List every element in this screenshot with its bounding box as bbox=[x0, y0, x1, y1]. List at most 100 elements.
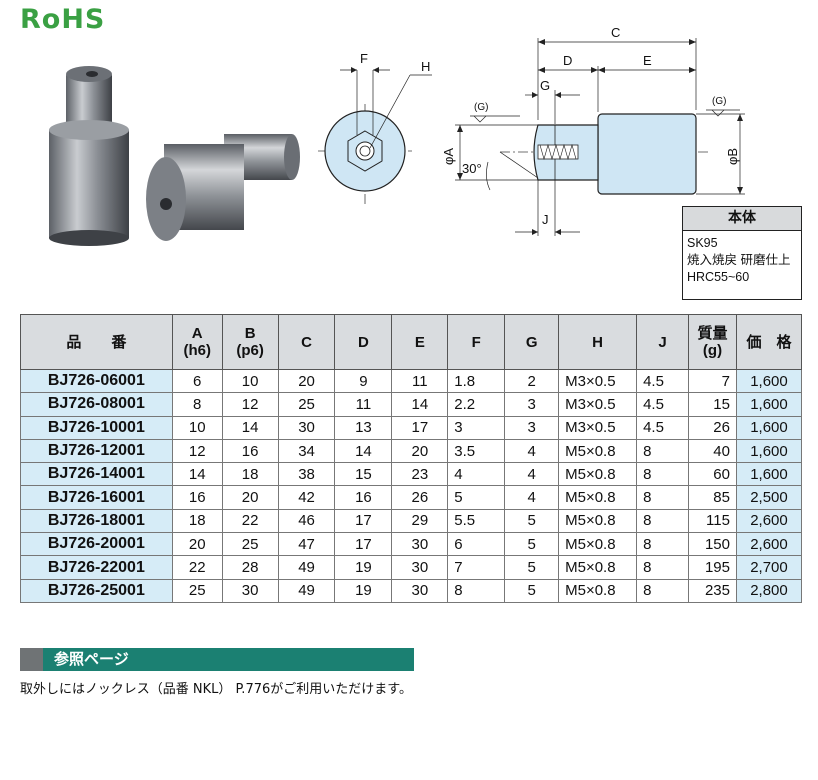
table-cell: 25 bbox=[221, 532, 279, 557]
table-cell: 17 bbox=[334, 532, 393, 557]
table-cell: 14 bbox=[391, 392, 449, 417]
table-cell: 16 bbox=[171, 485, 223, 510]
table-cell: 8 bbox=[636, 508, 689, 534]
table-cell: 1.8 bbox=[447, 368, 506, 394]
label-F: F bbox=[360, 51, 368, 66]
table-cell: 12 bbox=[171, 438, 223, 464]
label-G: G bbox=[540, 78, 550, 93]
price-cell: 2,800 bbox=[735, 578, 803, 603]
table-cell: 22 bbox=[221, 508, 279, 534]
price-cell: 2,500 bbox=[735, 485, 803, 510]
table-cell: 46 bbox=[277, 508, 336, 534]
table-cell: 30 bbox=[391, 532, 449, 557]
table-cell: 19 bbox=[334, 555, 393, 580]
table-cell: 3 bbox=[504, 415, 560, 440]
table-cell: 14 bbox=[221, 415, 279, 440]
column-header: 品 番 bbox=[20, 314, 173, 370]
table-cell: 3 bbox=[447, 415, 506, 440]
column-header-sublabel: (g) bbox=[702, 342, 723, 359]
product-code-cell: BJ726-14001 bbox=[20, 462, 173, 487]
table-cell: 15 bbox=[334, 462, 393, 487]
column-header: D bbox=[334, 314, 393, 370]
table-cell: 38 bbox=[277, 462, 336, 487]
label-G-right: (G) bbox=[712, 96, 726, 107]
column-header-label: H bbox=[592, 333, 603, 351]
price-cell: 1,600 bbox=[735, 438, 803, 464]
mass-cell: 195 bbox=[688, 555, 737, 580]
table-cell: 22 bbox=[171, 555, 223, 580]
table-cell: 5 bbox=[504, 578, 560, 603]
rohs-logo: RoHS bbox=[20, 4, 106, 35]
product-code-cell: BJ726-10001 bbox=[20, 415, 173, 440]
column-header-label: C bbox=[301, 333, 312, 351]
price-cell: 2,700 bbox=[735, 555, 803, 580]
table-cell: 49 bbox=[277, 555, 336, 580]
table-cell: 30 bbox=[391, 555, 449, 580]
table-cell: 34 bbox=[277, 438, 336, 464]
table-cell: 5 bbox=[447, 485, 506, 510]
column-header: E bbox=[391, 314, 449, 370]
table-cell: 12 bbox=[221, 392, 279, 417]
mass-cell: 235 bbox=[688, 578, 737, 603]
table-cell: 20 bbox=[171, 532, 223, 557]
column-header: G bbox=[504, 314, 560, 370]
table-cell: 10 bbox=[221, 368, 279, 394]
reference-header: 参照ページ bbox=[20, 648, 414, 671]
mass-cell: 7 bbox=[688, 368, 737, 394]
label-E: E bbox=[643, 53, 652, 68]
table-cell: M5×0.8 bbox=[558, 508, 638, 534]
table-cell: 5 bbox=[504, 508, 560, 534]
table-cell: 20 bbox=[277, 368, 336, 394]
price-cell: 1,600 bbox=[735, 415, 803, 440]
product-code-cell: BJ726-06001 bbox=[20, 368, 173, 394]
column-header: F bbox=[447, 314, 506, 370]
table-cell: 3 bbox=[504, 392, 560, 417]
mass-cell: 15 bbox=[688, 392, 737, 417]
price-cell: 1,600 bbox=[735, 462, 803, 487]
label-J: J bbox=[542, 212, 549, 227]
table-cell: 17 bbox=[334, 508, 393, 534]
material-title: 本体 bbox=[683, 207, 801, 231]
product-code-cell: BJ726-08001 bbox=[20, 392, 173, 417]
table-cell: 5 bbox=[504, 555, 560, 580]
table-cell: 2.2 bbox=[447, 392, 506, 417]
table-cell: 6 bbox=[447, 532, 506, 557]
table-cell: 16 bbox=[221, 438, 279, 464]
product-code-cell: BJ726-12001 bbox=[20, 438, 173, 464]
table-cell: 30 bbox=[221, 578, 279, 603]
table-cell: 4.5 bbox=[636, 415, 689, 440]
front-view-drawing: F H C D E G (G) (G) φA 30° bbox=[318, 25, 745, 236]
table-cell: 30 bbox=[277, 415, 336, 440]
label-phiB: φB bbox=[725, 148, 740, 165]
table-cell: 18 bbox=[171, 508, 223, 534]
mass-cell: 26 bbox=[688, 415, 737, 440]
table-cell: 5.5 bbox=[447, 508, 506, 534]
table-cell: 11 bbox=[334, 392, 393, 417]
column-header: 質量(g) bbox=[688, 314, 737, 370]
table-cell: 29 bbox=[391, 508, 449, 534]
table-cell: 13 bbox=[334, 415, 393, 440]
column-header-label: G bbox=[525, 333, 538, 351]
product-code-cell: BJ726-18001 bbox=[20, 508, 173, 534]
table-cell: 47 bbox=[277, 532, 336, 557]
table-cell: M5×0.8 bbox=[558, 578, 638, 603]
material-line: 焼入焼戻 研磨仕上 bbox=[687, 253, 791, 267]
table-cell: M5×0.8 bbox=[558, 462, 638, 487]
table-cell: 4.5 bbox=[636, 368, 689, 394]
table-cell: 16 bbox=[334, 485, 393, 510]
label-G-left: (G) bbox=[474, 102, 488, 113]
table-cell: 4 bbox=[504, 462, 560, 487]
label-angle: 30° bbox=[462, 161, 482, 176]
mass-cell: 60 bbox=[688, 462, 737, 487]
column-header-label: 価 格 bbox=[746, 333, 792, 351]
column-header-label: J bbox=[658, 333, 667, 351]
table-cell: M3×0.5 bbox=[558, 392, 638, 417]
column-header-label: A bbox=[191, 325, 203, 342]
